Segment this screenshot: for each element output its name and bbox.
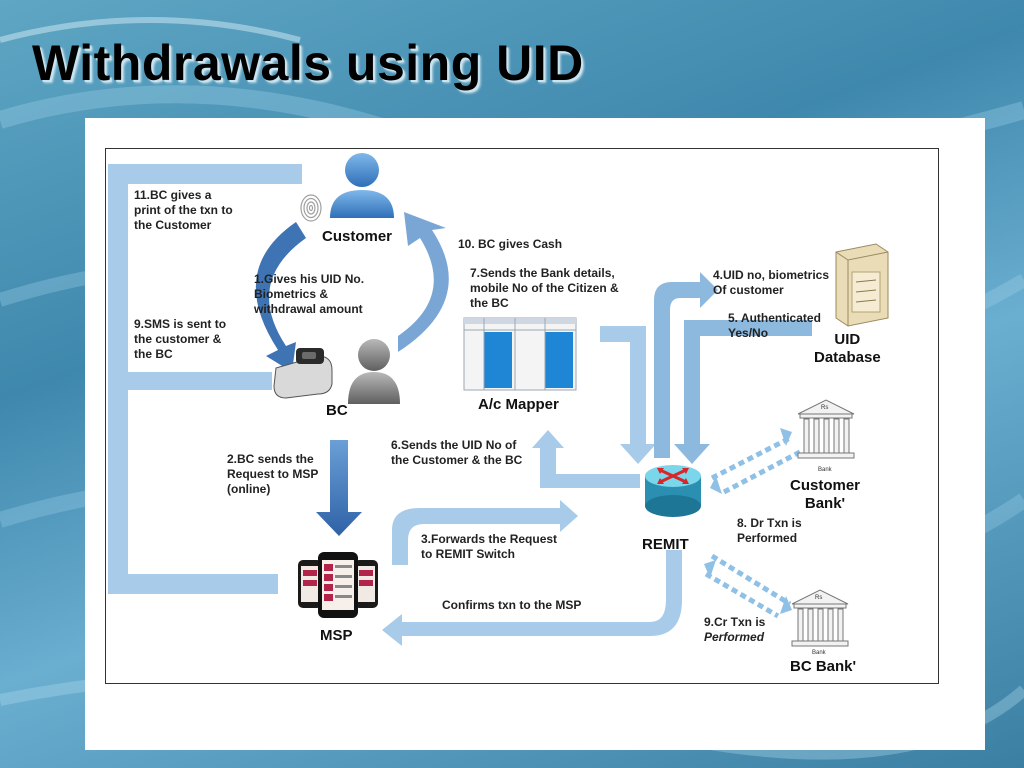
msp-label: MSP bbox=[320, 627, 353, 644]
diagram-frame bbox=[105, 148, 939, 684]
uid-database-server-icon bbox=[835, 243, 889, 327]
step-9-cr-label: 9.Cr Txn is bbox=[704, 615, 766, 629]
step-9-sms-label: 9.SMS is sent to the customer & the BC bbox=[134, 317, 227, 361]
step-2-label: 2.BC sends the Request to MSP (online) bbox=[227, 452, 319, 496]
customer-bank-small-label: Bank bbox=[818, 467, 832, 473]
bc-bank-label: BC Bank' bbox=[790, 658, 857, 675]
step-11-label: 11.BC gives a print of the txn to the Cu… bbox=[134, 188, 233, 232]
bc-bank-small-label: Bank bbox=[812, 650, 826, 656]
step-8-label: 8. Dr Txn is Performed bbox=[737, 516, 802, 545]
dotted-arrows-bc-bank bbox=[704, 553, 792, 619]
bc-label: BC bbox=[326, 402, 348, 419]
bc-bank-rs-label: Rs bbox=[815, 595, 823, 601]
arrow-confirm-to-msp bbox=[382, 550, 682, 646]
step-3-label: 3.Forwards the Request to REMIT Switch bbox=[421, 532, 558, 561]
customer-bank-building-icon bbox=[797, 399, 855, 459]
step-9-cr-performed-label: Performed bbox=[704, 630, 765, 644]
bc-bank-building-icon bbox=[791, 589, 849, 647]
remit-label: REMIT bbox=[642, 536, 689, 553]
confirm-txn-label: Confirms txn to the MSP bbox=[442, 598, 582, 612]
slide-title: Withdrawals using UID bbox=[32, 35, 584, 91]
remit-router-icon bbox=[645, 465, 701, 517]
arrow-remit-to-mapper bbox=[532, 430, 640, 488]
arrow-bc-to-customer bbox=[398, 212, 449, 352]
step-4-label: 4.UID no, biometrics Of customer bbox=[713, 268, 830, 297]
step-10-label: 10. BC gives Cash bbox=[458, 237, 563, 251]
arrow-mapper-to-remit bbox=[600, 326, 656, 464]
arrow-customer-to-bc bbox=[255, 222, 306, 372]
arrow-uid-to-remit bbox=[674, 320, 812, 464]
fingerprint-icon bbox=[300, 194, 322, 222]
step-1-label: 1.Gives his UID No. Biometrics & withdra… bbox=[254, 272, 365, 316]
ac-mapper-table-icon bbox=[463, 317, 577, 391]
uid-database-label: UID Database bbox=[814, 331, 881, 366]
bc-person-icon bbox=[348, 339, 400, 404]
ac-mapper-label: A/c Mapper bbox=[478, 396, 559, 413]
arrow-msp-to-remit bbox=[392, 500, 578, 565]
customer-bank-rs-label: Rs bbox=[821, 405, 829, 411]
dotted-arrows-customer-bank bbox=[710, 435, 802, 495]
arrow-bc-to-msp bbox=[316, 440, 362, 536]
customer-label: Customer bbox=[322, 228, 393, 245]
step-7-label: 7.Sends the Bank details, mobile No of t… bbox=[470, 266, 619, 310]
customer-person-icon bbox=[330, 153, 394, 218]
msp-phones-icon bbox=[298, 552, 378, 618]
left-bracket-arrow bbox=[108, 164, 302, 594]
dotted-arrow-heads bbox=[704, 428, 792, 614]
biometric-device-icon bbox=[273, 348, 333, 399]
step-5-label: 5. Authenticated Yes/No bbox=[728, 311, 821, 340]
step-6-label: 6.Sends the UID No of the Customer & the… bbox=[391, 438, 523, 467]
customer-bank-label: Customer Bank' bbox=[790, 477, 861, 512]
arrow-remit-to-uid bbox=[654, 272, 718, 458]
